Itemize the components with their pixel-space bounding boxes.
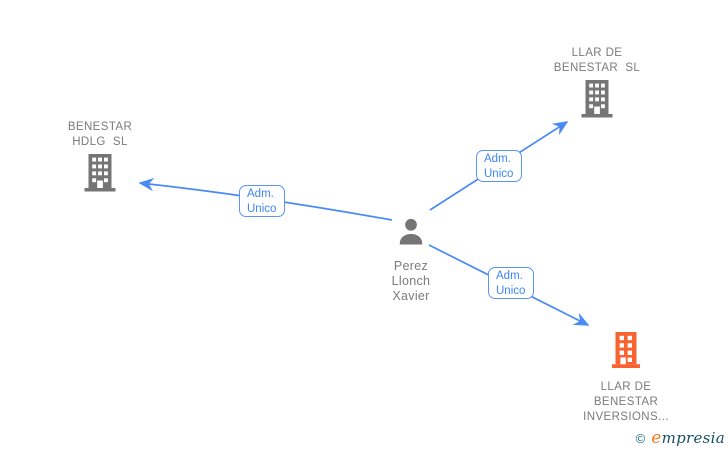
building-icon[interactable] [581, 80, 613, 118]
node-company-llar-de-benestar-sl[interactable]: LLAR DE BENESTAR SL [535, 46, 659, 123]
building-icon[interactable] [84, 154, 116, 192]
empresia-watermark: © empresia [636, 428, 725, 448]
edge-label-adm-unico-1: Adm. Unico [239, 185, 285, 217]
building-icon[interactable] [612, 332, 640, 368]
empresia-logo: empresia [651, 428, 725, 448]
node-company-llar-de-benestar-inversions[interactable]: LLAR DE BENESTAR INVERSIONS... [564, 332, 688, 425]
node-company-benestar-hdlg[interactable]: BENESTAR HDLG SL [38, 120, 162, 197]
person-icon[interactable] [395, 216, 427, 248]
company-name-label: LLAR DE BENESTAR SL [553, 47, 641, 74]
edge-label-adm-unico-2: Adm. Unico [476, 150, 522, 182]
empresia-logo-initial: e [651, 428, 662, 448]
person-name-label: Perez Llonch Xavier [391, 259, 431, 303]
node-person-perez-llonch-xavier[interactable]: Perez Llonch Xavier [351, 216, 471, 304]
company-name-label: BENESTAR HDLG SL [67, 121, 133, 148]
copyright-icon: © [635, 431, 646, 446]
company-name-label: LLAR DE BENESTAR INVERSIONS... [583, 381, 669, 423]
empresia-logo-rest: mpresia [661, 429, 725, 447]
edge-label-adm-unico-3: Adm. Unico [488, 267, 534, 299]
